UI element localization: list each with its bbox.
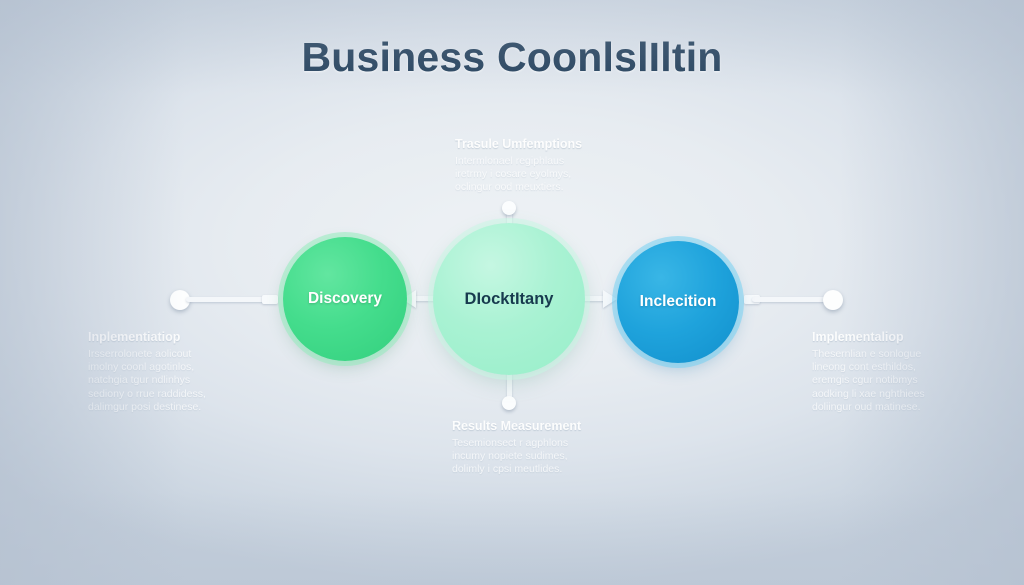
annotation-left-line: dalimgur posi destinese. (88, 400, 202, 413)
annotation-bottom-line: Tesemionsect r agphlons (452, 437, 569, 449)
annotation-right-title: Implementaliop (812, 330, 904, 344)
annotation-bottom-line: dolimly i cpsi meutlides. (452, 463, 563, 476)
annotation-top: Trasule Umfemptions Intermlonael regiphl… (455, 137, 582, 195)
node-center[interactable]: DIocktItany (433, 223, 585, 375)
annotation-top-body: Intermlonael regiphlaus iretrmy i cosare… (455, 155, 582, 195)
connector-left-endpoint-to-discovery (186, 297, 271, 302)
annotation-right-line: lineong cont esthildos, (812, 361, 916, 374)
annotation-right-line: doliingur oud matinese. (812, 400, 921, 413)
annotation-left-line: Irsserrolonete aolicout (88, 348, 192, 360)
annotation-bottom: Results Measurement Tesemionsect r agphl… (452, 419, 581, 477)
node-discovery[interactable]: Discovery (283, 237, 407, 361)
connector-left-stub (262, 295, 278, 304)
annotation-left-title: Inplementiatiop (88, 330, 181, 344)
bottom-connector-dot (502, 396, 516, 410)
arrow-right-icon (603, 290, 617, 308)
annotation-left: Inplementiatiop Irsserrolonete aolicout … (88, 330, 206, 414)
annotation-top-title: Trasule Umfemptions (455, 137, 583, 151)
annotation-left-body: Irsserrolonete aolicout imolny coonl ago… (88, 348, 206, 414)
node-inclecition[interactable]: Inclecition (617, 241, 739, 363)
annotation-right-line: eremgis cgur notibmys (812, 374, 918, 387)
annotation-left-line: sediony o rrue raddidess, (88, 387, 206, 400)
top-connector-dot (502, 201, 516, 215)
annotation-right-line: Thesernlian e sonlogue (812, 348, 922, 360)
annotation-right-line: aodking li xae nghthiees (812, 387, 925, 400)
annotation-top-line: Intermlonael regiphlaus (455, 155, 565, 167)
annotation-right: Implementaliop Thesernlian e sonlogue li… (812, 330, 925, 414)
node-discovery-label: Discovery (307, 290, 383, 307)
annotation-right-body: Thesernlian e sonlogue lineong cont esth… (812, 348, 925, 414)
annotation-bottom-title: Results Measurement (452, 419, 582, 433)
node-inclecition-label: Inclecition (639, 293, 717, 310)
annotation-bottom-body: Tesemionsect r agphlons incumy nopiete s… (452, 437, 581, 477)
annotation-bottom-line: incumy nopiete sudimes, (452, 450, 568, 463)
annotation-top-line: oclingur ood meuxtiers. (455, 181, 564, 194)
annotation-top-line: iretrmy i cosare eyolmys, (455, 168, 572, 181)
annotation-left-line: imolny coonl agotinlos, (88, 361, 195, 374)
annotation-left-line: natchgia tgur ndlinhys (88, 374, 191, 387)
node-center-label: DIocktItany (464, 289, 554, 308)
connector-inclecition-to-right-endpoint (752, 297, 834, 302)
right-endpoint-dot (823, 290, 843, 310)
